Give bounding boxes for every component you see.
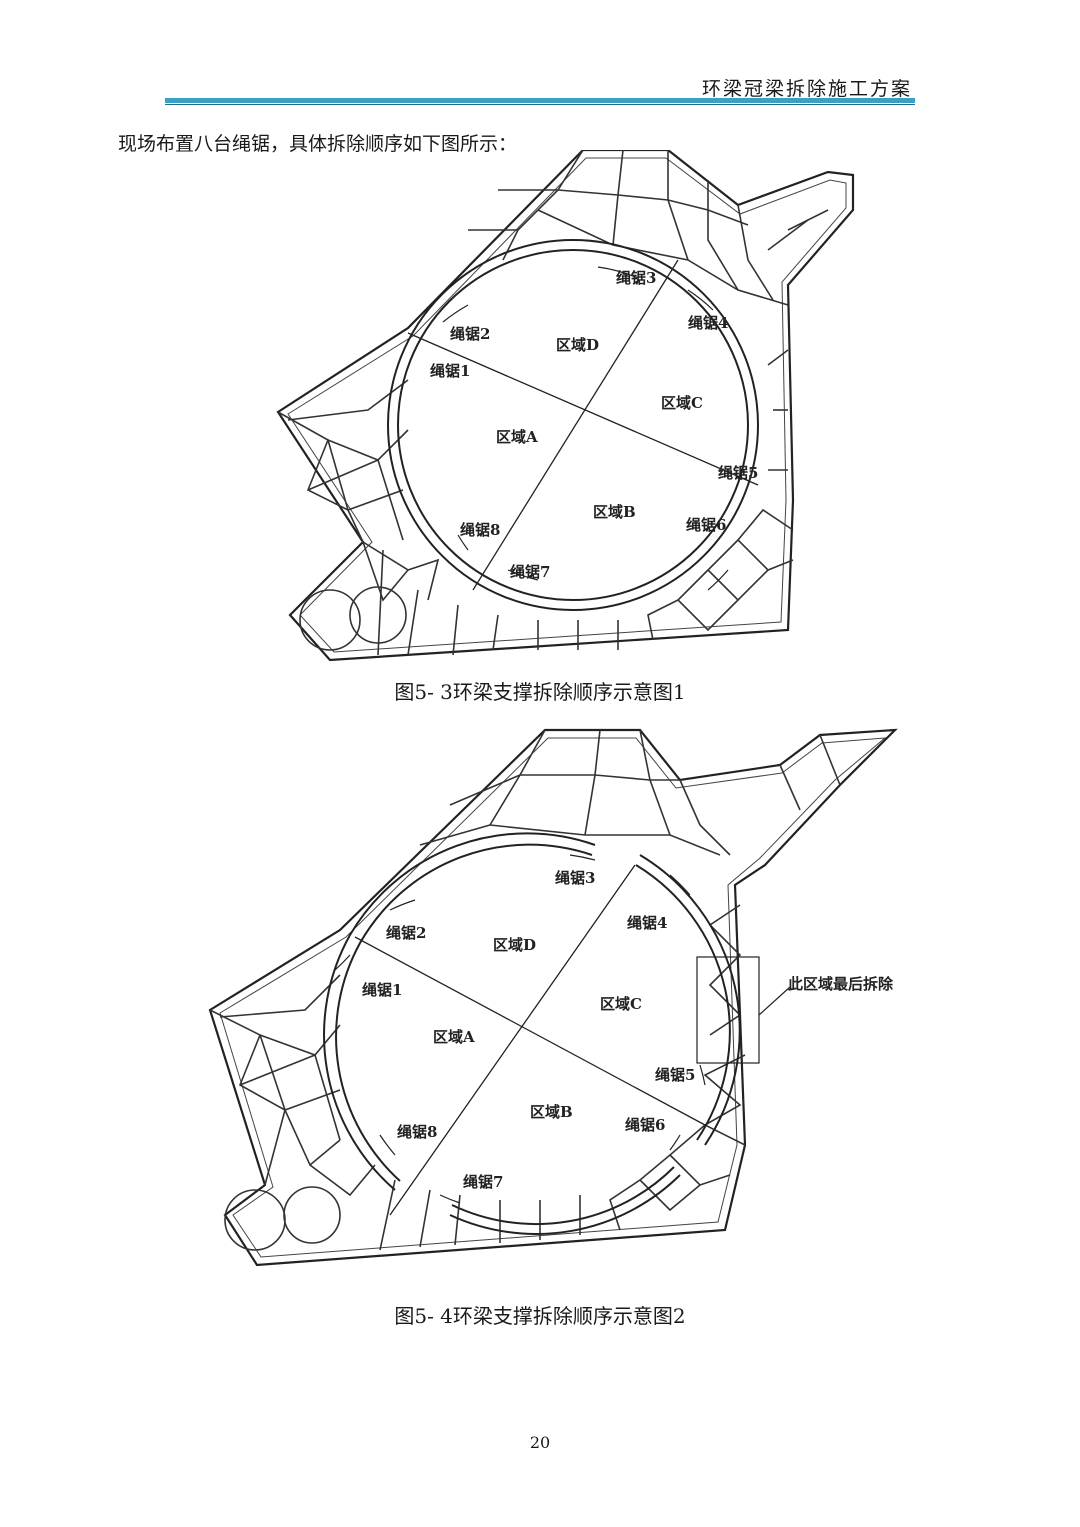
fig1-saw-4: 绳锯4 — [688, 314, 728, 332]
fig2-saw-1: 绳锯1 — [362, 981, 402, 999]
fig2-saw-2: 绳锯2 — [386, 924, 426, 942]
fig2-saw-6: 绳锯6 — [625, 1116, 665, 1134]
support-mesh — [277, 149, 829, 656]
callout-leader — [758, 986, 791, 1016]
cut-line-2 — [389, 864, 636, 1216]
figure-2: 绳锯1 绳锯2 绳锯3 绳锯4 绳锯5 绳锯6 绳锯7 绳锯8 区域A 区域B … — [200, 725, 900, 1270]
fig1-zone-a: 区域A — [496, 428, 538, 446]
fig1-saw-2: 绳锯2 — [450, 325, 490, 343]
support-mesh — [209, 729, 841, 1251]
figure-1: 绳锯1 绳锯2 绳锯3 绳锯4 绳锯5 绳锯6 绳锯7 绳锯8 区域A 区域B … — [268, 148, 858, 665]
cut-line-1 — [354, 936, 706, 1126]
fig2-zone-b: 区域B — [530, 1103, 573, 1121]
fig2-zone-d: 区域D — [493, 936, 536, 954]
fig2-callout: 此区域最后拆除 — [788, 975, 894, 993]
ring-beam-outer — [323, 832, 741, 1235]
header-title: 环梁冠梁拆除施工方案 — [701, 78, 912, 100]
fig1-saw-3: 绳锯3 — [616, 269, 656, 287]
fig1-saw-5: 绳锯5 — [718, 464, 758, 482]
fig1-saw-6: 绳锯6 — [686, 516, 726, 534]
header-rule-thin — [165, 104, 915, 105]
header-rule — [165, 98, 915, 103]
fig2-zone-a: 区域A — [433, 1028, 475, 1046]
ring-beam-inner — [335, 843, 731, 1226]
fig1-saw-7: 绳锯7 — [510, 563, 550, 581]
figure-1-caption: 图5- 3环梁支撑拆除顺序示意图1 — [394, 680, 686, 704]
fig2-zone-c: 区域C — [600, 995, 642, 1013]
fig2-saw-7: 绳锯7 — [463, 1173, 503, 1191]
figure-2-drawing: 绳锯1 绳锯2 绳锯3 绳锯4 绳锯5 绳锯6 绳锯7 绳锯8 区域A 区域B … — [208, 728, 898, 1267]
intro-text: 现场布置八台绳锯，具体拆除顺序如下图所示： — [118, 133, 518, 155]
page-number: 20 — [529, 1433, 551, 1452]
fig1-zone-d: 区域D — [556, 336, 599, 354]
fig1-zone-c: 区域C — [661, 394, 703, 412]
figure-1-drawing: 绳锯1 绳锯2 绳锯3 绳锯4 绳锯5 绳锯6 绳锯7 绳锯8 区域A 区域B … — [276, 148, 855, 662]
figure-2-caption: 图5- 4环梁支撑拆除顺序示意图2 — [394, 1304, 686, 1328]
fig2-saw-5: 绳锯5 — [655, 1066, 695, 1084]
ring-beam-inner — [397, 249, 749, 601]
cut-line-1 — [407, 332, 759, 486]
fig2-saw-8: 绳锯8 — [397, 1123, 437, 1141]
last-removal-box — [696, 956, 760, 1064]
ring-beam-outer — [387, 239, 759, 611]
fig1-saw-8: 绳锯8 — [460, 521, 500, 539]
outer-boundary — [208, 728, 898, 1267]
fig1-saw-1: 绳锯1 — [430, 362, 470, 380]
fig1-zone-b: 区域B — [593, 503, 636, 521]
cut-line-2 — [472, 259, 679, 591]
fig2-saw-3: 绳锯3 — [555, 869, 595, 887]
fig2-saw-4: 绳锯4 — [627, 914, 667, 932]
outer-boundary — [276, 148, 855, 662]
